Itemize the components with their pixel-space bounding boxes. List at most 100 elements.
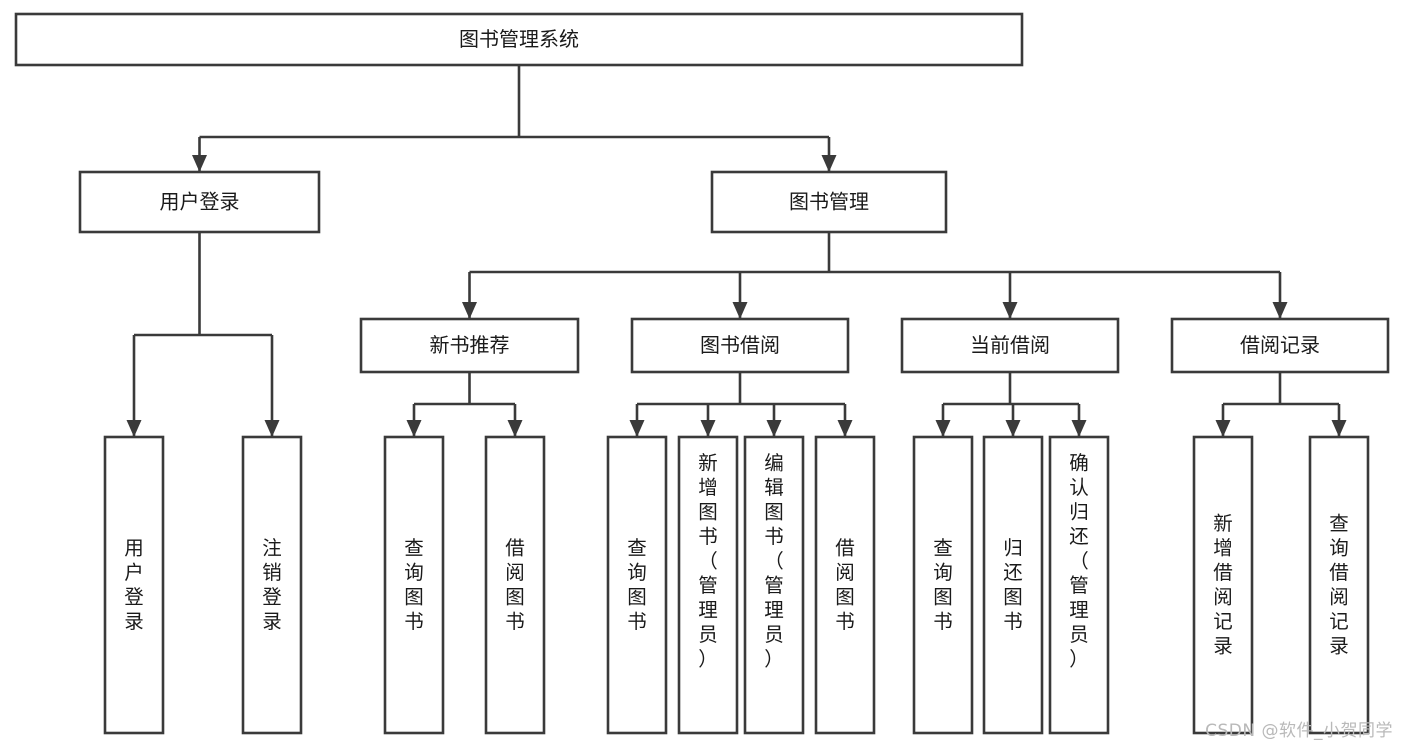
arrow-head-icon <box>1331 420 1347 437</box>
node-level2-1-box[interactable] <box>710 170 948 234</box>
arrow-head-icon <box>766 420 782 437</box>
vertical-char: 理 <box>698 598 718 621</box>
node-leaf-11[interactable]: 新增借阅记录 <box>1192 435 1254 735</box>
node-leaf-6[interactable]: 编辑图书（管理员） <box>743 435 805 735</box>
node-leaf-12-label: 查询借阅记录 <box>1329 511 1349 657</box>
node-leaf-1[interactable]: 注销登录 <box>241 435 303 735</box>
node-leaf-8[interactable]: 查询图书 <box>912 435 974 735</box>
node-level3-0-box[interactable] <box>359 317 580 374</box>
node-leaf-3[interactable]: 借阅图书 <box>484 435 546 735</box>
node-level3-1[interactable]: 图书借阅 <box>630 317 850 374</box>
node-level3-2-box[interactable] <box>900 317 1120 374</box>
arrow-head-icon <box>1272 302 1288 319</box>
vertical-char: 借 <box>835 536 855 559</box>
node-leaf-6-box[interactable] <box>743 435 805 735</box>
node-leaf-0-box[interactable] <box>103 435 165 735</box>
connector-layer <box>126 65 1347 437</box>
node-level2-0[interactable]: 用户登录 <box>78 170 321 234</box>
vertical-char: 书 <box>505 609 525 632</box>
arrow-head-icon <box>192 155 207 172</box>
node-leaf-9-box[interactable] <box>982 435 1044 735</box>
node-leaf-12[interactable]: 查询借阅记录 <box>1308 435 1370 735</box>
node-root-box[interactable] <box>14 12 1024 67</box>
arrow-head-icon <box>1002 302 1018 319</box>
vertical-char: 书 <box>933 609 953 632</box>
vertical-char: 书 <box>764 524 784 547</box>
vertical-char: 新 <box>1213 511 1233 534</box>
node-level3-0[interactable]: 新书推荐 <box>359 317 580 374</box>
node-leaf-9[interactable]: 归还图书 <box>982 435 1044 735</box>
vertical-char: 员 <box>764 622 784 645</box>
node-leaf-7-box[interactable] <box>814 435 876 735</box>
vertical-char: 用 <box>124 536 144 559</box>
node-leaf-4-label: 查询图书 <box>627 536 647 633</box>
node-leaf-12-box[interactable] <box>1308 435 1370 735</box>
vertical-char: 询 <box>933 560 953 583</box>
arrow-head-icon <box>1071 420 1087 437</box>
node-leaf-1-box[interactable] <box>241 435 303 735</box>
node-leaf-2-label: 查询图书 <box>404 536 424 633</box>
node-leaf-5[interactable]: 新增图书（管理员） <box>677 435 739 735</box>
node-level3-3[interactable]: 借阅记录 <box>1170 317 1390 374</box>
vertical-char: 新 <box>698 451 718 474</box>
node-leaf-3-box[interactable] <box>484 435 546 735</box>
arrow-head-icon <box>935 420 951 437</box>
node-leaf-10[interactable]: 确认归还（管理员） <box>1048 435 1110 735</box>
vertical-char: 图 <box>835 585 855 608</box>
vertical-char: 书 <box>404 609 424 632</box>
node-level2-1-label: 图书管理 <box>789 190 869 214</box>
vertical-char: 还 <box>1003 560 1023 583</box>
vertical-char: 图 <box>933 585 953 608</box>
node-leaf-2[interactable]: 查询图书 <box>383 435 445 735</box>
vertical-char: 认 <box>1069 475 1089 498</box>
vertical-char: 登 <box>262 585 282 608</box>
vertical-char: （ <box>698 549 718 572</box>
node-leaf-0[interactable]: 用户登录 <box>103 435 165 735</box>
vertical-char: 查 <box>404 536 424 559</box>
arrow-head-icon <box>507 420 523 437</box>
node-level3-1-box[interactable] <box>630 317 850 374</box>
vertical-char: 辑 <box>764 475 784 498</box>
node-leaf-10-label: 确认归还（管理员） <box>1069 451 1089 670</box>
node-leaf-10-box[interactable] <box>1048 435 1110 735</box>
node-leaf-5-box[interactable] <box>677 435 739 735</box>
vertical-char: 销 <box>262 560 282 583</box>
node-layer: 图书管理系统用户登录图书管理新书推荐图书借阅当前借阅借阅记录用户登录注销登录查询… <box>14 12 1390 735</box>
vertical-char: 归 <box>1003 536 1023 559</box>
node-leaf-4[interactable]: 查询图书 <box>606 435 668 735</box>
arrow-head-icon <box>629 420 645 437</box>
vertical-char: ） <box>698 647 718 670</box>
vertical-char: 借 <box>1329 560 1349 583</box>
node-leaf-4-box[interactable] <box>606 435 668 735</box>
node-leaf-11-box[interactable] <box>1192 435 1254 735</box>
node-leaf-8-label: 查询图书 <box>933 536 953 633</box>
node-level2-1[interactable]: 图书管理 <box>710 170 948 234</box>
vertical-char: 询 <box>1329 536 1349 559</box>
node-root[interactable]: 图书管理系统 <box>14 12 1024 67</box>
node-level3-2[interactable]: 当前借阅 <box>900 317 1120 374</box>
vertical-char: 管 <box>764 573 784 596</box>
vertical-char: 图 <box>764 500 784 523</box>
node-level2-0-label: 用户登录 <box>160 190 240 214</box>
node-leaf-2-box[interactable] <box>383 435 445 735</box>
vertical-char: 图 <box>1003 585 1023 608</box>
node-level3-3-label: 借阅记录 <box>1240 333 1320 357</box>
vertical-char: 登 <box>124 585 144 608</box>
node-leaf-8-box[interactable] <box>912 435 974 735</box>
vertical-char: 录 <box>262 609 282 632</box>
node-level2-0-box[interactable] <box>78 170 321 234</box>
node-leaf-0-label: 用户登录 <box>124 536 144 633</box>
node-level3-3-box[interactable] <box>1170 317 1390 374</box>
node-leaf-7[interactable]: 借阅图书 <box>814 435 876 735</box>
arrow-head-icon <box>732 302 748 319</box>
vertical-char: 查 <box>1329 511 1349 534</box>
vertical-char: 书 <box>835 609 855 632</box>
node-leaf-11-label: 新增借阅记录 <box>1213 511 1233 657</box>
vertical-char: 归 <box>1069 500 1089 523</box>
arrow-head-icon <box>1005 420 1021 437</box>
node-level3-2-label: 当前借阅 <box>970 333 1050 357</box>
vertical-char: 增 <box>1213 536 1233 559</box>
vertical-char: 理 <box>1069 598 1089 621</box>
